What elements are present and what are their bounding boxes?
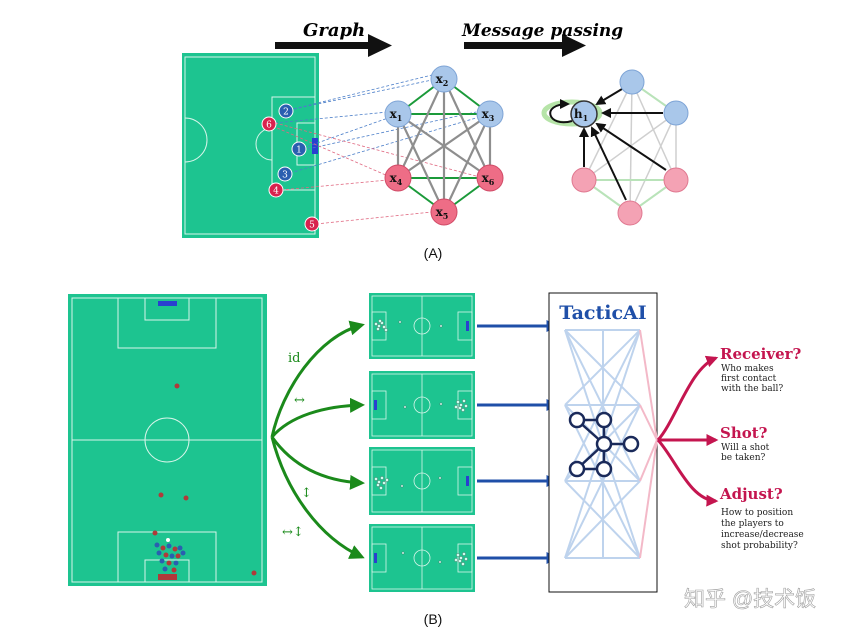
message-passing-graph: h1: [541, 69, 689, 226]
bottom-goal: [158, 574, 177, 580]
node-h1: h1: [570, 100, 598, 128]
node-x2: x2: [430, 65, 458, 93]
svg-text:2: 2: [283, 108, 289, 118]
player-node-links: [267, 74, 477, 225]
svg-text:x2: x2: [436, 72, 449, 88]
output-adjust: Adjust? How to position the players to i…: [719, 485, 804, 551]
goal-marker: [312, 138, 318, 154]
mp-node-5: [617, 200, 643, 226]
output-receiver: Receiver? Who makes first contact with t…: [720, 345, 802, 394]
svg-text:x4: x4: [390, 171, 403, 187]
node-x4: x4: [384, 164, 412, 192]
panel-b: id ↔ ↕ ↔↕: [68, 292, 804, 627]
augmented-pitches: [369, 293, 475, 592]
svg-text:How to position: How to position: [721, 508, 793, 518]
graph-nodes: x2 x1 x3 x4 x6 x5: [384, 65, 504, 226]
svg-text:Who makes: Who makes: [721, 364, 774, 374]
transform-label-both: ↔↕: [282, 525, 304, 540]
svg-text:h1: h1: [574, 107, 588, 123]
player-4: 4: [268, 182, 284, 198]
transform-labels: id ↔ ↕ ↔↕: [282, 351, 312, 540]
transform-arrows: [270, 320, 365, 559]
panel-b-caption: (B): [424, 611, 443, 627]
svg-text:6: 6: [266, 121, 272, 131]
svg-text:x1: x1: [390, 107, 403, 123]
output-shot: Shot? Will a shot be taken?: [720, 424, 770, 463]
output-shot-title: Shot?: [720, 424, 768, 442]
panel-a-caption: (A): [424, 245, 443, 261]
output-adjust-title: Adjust?: [719, 485, 783, 503]
panel-a: Graph Message passing: [182, 20, 689, 261]
node-x5: x5: [430, 198, 458, 226]
output-receiver-title: Receiver?: [720, 345, 802, 363]
svg-text:x5: x5: [436, 205, 449, 221]
svg-text:1: 1: [296, 146, 302, 156]
small-pitch-3: [369, 447, 475, 515]
full-pitch: [68, 294, 267, 586]
node-x3: x3: [476, 100, 504, 128]
small-pitch-2: [369, 371, 475, 439]
tacticai-title: TacticAI: [559, 302, 647, 324]
svg-text:increase/decrease: increase/decrease: [721, 530, 804, 540]
top-goal: [158, 301, 177, 306]
graph-arrow: Graph: [275, 20, 392, 57]
transform-label-horizontal: ↔: [294, 393, 305, 408]
node-x6: x6: [476, 164, 504, 192]
svg-text:first contact: first contact: [721, 374, 777, 384]
graph-arrow-label: Graph: [303, 20, 365, 41]
player-cluster: [152, 530, 186, 573]
watermark: 知乎 @技术饭: [684, 588, 816, 611]
mp-node-3: [663, 100, 689, 126]
players: 2 6 1 3 4 5: [261, 103, 320, 232]
transform-label-vertical: ↕: [301, 486, 312, 501]
svg-text:x3: x3: [482, 107, 495, 123]
message-passing-arrow-label: Message passing: [461, 21, 623, 41]
transform-label-identity: id: [288, 351, 300, 366]
svg-text:3: 3: [282, 171, 288, 181]
small-pitch-4: [369, 524, 475, 592]
svg-text:4: 4: [273, 187, 279, 197]
svg-text:Will a shot: Will a shot: [721, 443, 770, 453]
player-6: 6: [261, 116, 277, 132]
svg-text:the players to: the players to: [721, 519, 784, 529]
input-arrows: [477, 320, 559, 564]
player-3: 3: [277, 166, 293, 182]
small-pitch-1: [369, 293, 475, 359]
player-1: 1: [291, 141, 307, 157]
svg-text:5: 5: [309, 221, 315, 231]
svg-text:x6: x6: [482, 171, 495, 187]
graph-edges: [396, 77, 492, 214]
gnn-icon: [568, 411, 640, 478]
tacticai-box: TacticAI: [548, 292, 658, 593]
message-passing-arrow: Message passing: [461, 21, 623, 57]
player-5: 5: [304, 216, 320, 232]
mp-node-4: [571, 167, 597, 193]
mp-node-6: [663, 167, 689, 193]
mp-node-2: [619, 69, 645, 95]
output-arrows: [656, 355, 719, 507]
svg-text:be taken?: be taken?: [721, 453, 766, 463]
svg-text:shot probability?: shot probability?: [721, 541, 798, 551]
svg-text:with the ball?: with the ball?: [721, 384, 783, 394]
node-x1: x1: [384, 100, 412, 128]
player-2: 2: [278, 103, 294, 119]
